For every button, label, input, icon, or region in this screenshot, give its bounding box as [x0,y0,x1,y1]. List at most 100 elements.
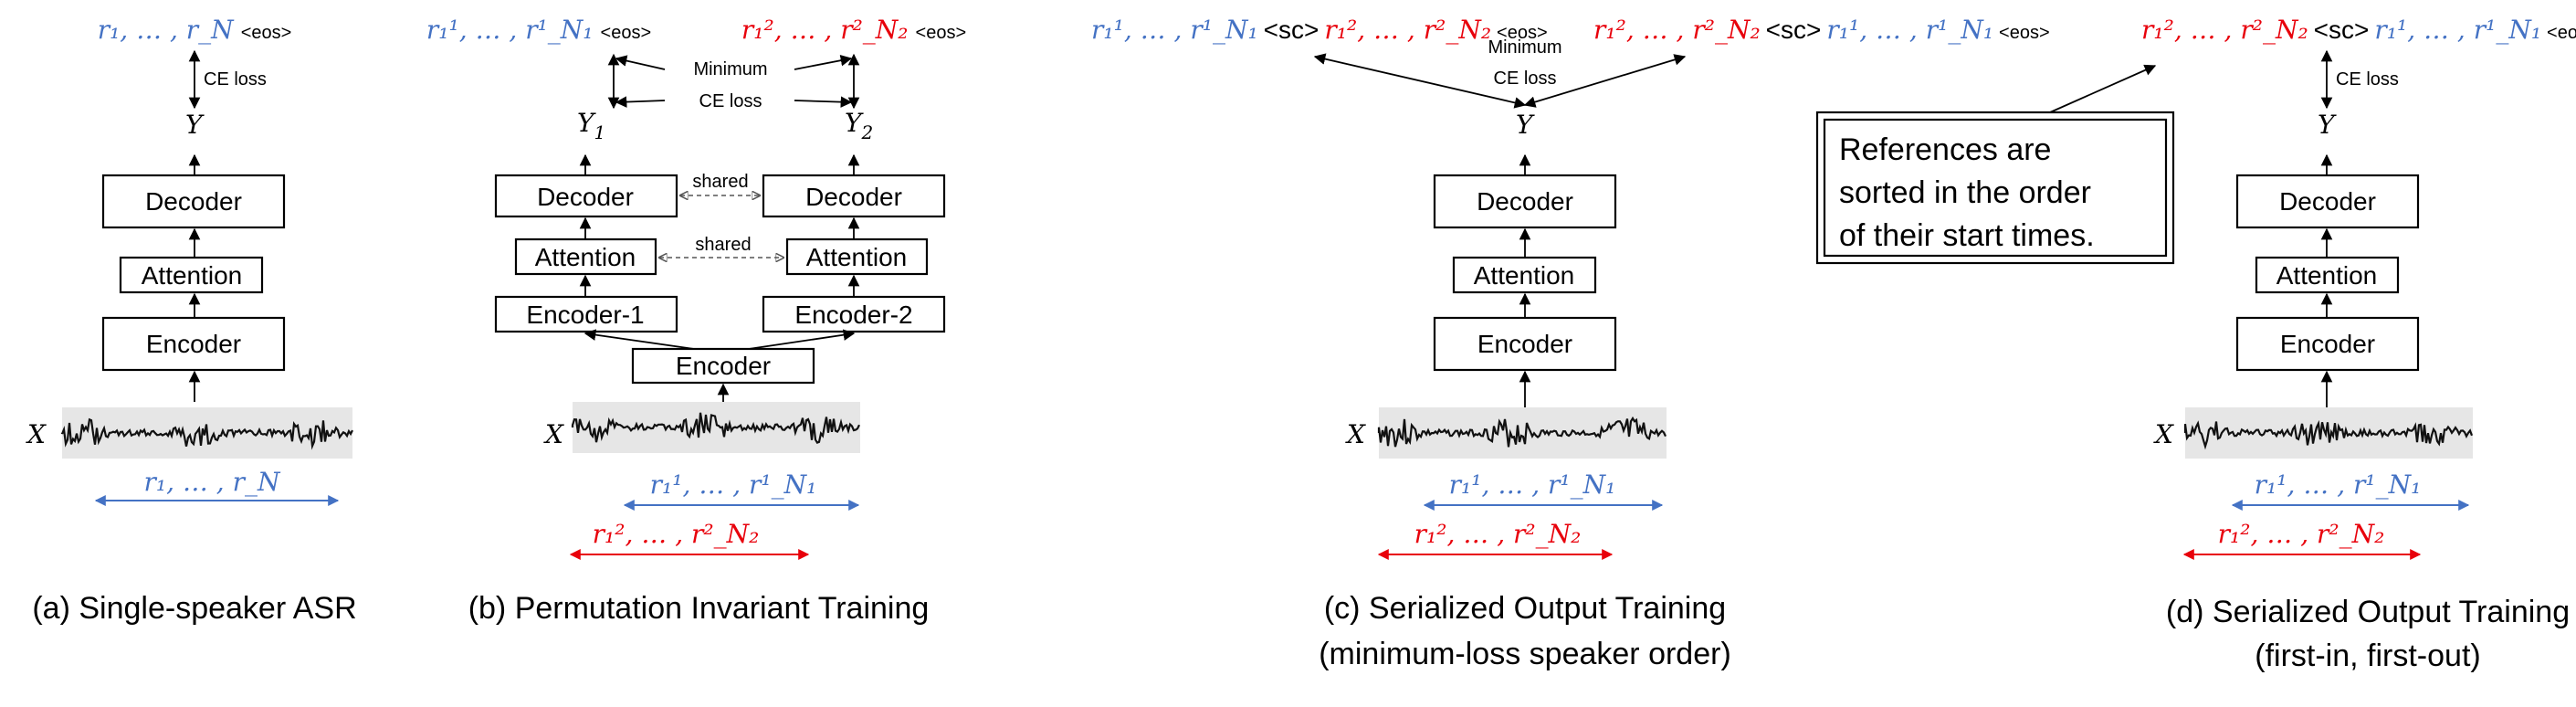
decoder-label: Decoder [805,183,902,211]
seq-spk2: r₁², … , r²_N₂ [1593,15,1761,45]
eos-token: <eos> [1999,23,2050,43]
attention-label: Attention [142,261,243,290]
output-sequence-d: r₁², … , r²_N₂<sc>r₁¹, … , r¹_N₁ <eos> [2141,15,2576,45]
encoder-block [1433,316,1617,372]
caption-c-line1: (c) Serialized Output Training [1324,591,1726,626]
seq-spk1: r₁¹, … , r¹_N₁ [426,15,594,45]
seq-spk1: r₁¹, … , r¹_N₁ [1826,15,1993,45]
seq-single: r₁, … , r_N [98,15,235,45]
note-line-3: of their start times. [1839,218,2095,253]
input-x: X [2153,419,2174,449]
panel-c: r₁¹, … , r¹_N₁<sc>r₁², … , r²_N₂<eos> r₁… [1091,15,2050,671]
minimum-label: Minimum [1488,37,1561,58]
subscript-1: 1 [594,121,605,143]
decoder-block-1 [494,174,678,218]
attention-block [119,256,264,294]
waveform-background [573,402,860,453]
waveform-signal [60,417,353,450]
caption-a: (a) Single-speaker ASR [32,591,356,626]
output-y1: Y1 [577,108,605,143]
output-sequence-a: r₁, … , r_N <eos> [98,15,292,45]
caption-d-line2: (first-in, first-out) [2255,638,2480,673]
encoder-label: Encoder [146,330,241,358]
minimum-label: Minimum [693,59,767,79]
encoder-2-block [762,295,946,333]
encoder-block [631,347,815,385]
input-x: X [1345,419,1366,449]
attention-block-1 [514,237,657,276]
shared-label: shared [692,172,748,192]
waveform-a [60,407,353,459]
input-x: X [26,419,47,449]
eos-token: <eos> [601,23,652,43]
seq-spk1: r₁¹, … , r¹_N₁ [1091,15,1258,45]
seq-spk2: r₁², … , r²_N₂ [741,15,909,45]
decoder-label: Decoder [145,187,242,216]
input-seq-spk1: r₁¹, … , r¹_N₁ [2255,470,2422,500]
decoder-block [101,174,286,229]
attention-block-2 [785,237,929,276]
attention-block [2255,256,2400,294]
seq-spk2: r₁², … , r²_N₂ [2141,15,2308,45]
input-seq-spk2: r₁², … , r²_N₂ [1414,519,1582,549]
output-sequence-b1: r₁¹, … , r¹_N₁ <eos> [426,15,651,45]
sc-token: <sc> [2314,16,2370,44]
decoder-label: Decoder [2279,187,2376,216]
output-y: Y [2318,110,2337,140]
note-box: References are sorted in the order of th… [1815,64,2175,265]
caption-b: (b) Permutation Invariant Training [468,591,930,626]
note-inner-border [1823,118,2168,258]
encoder-label: Encoder [2280,330,2375,358]
attention-label: Attention [1474,261,1575,290]
sc-token: <sc> [1264,16,1320,44]
output-sequence-b2: r₁², … , r²_N₂ <eos> [741,15,966,45]
encoder-1-label: Encoder-1 [526,301,644,329]
encoder-block [101,316,286,372]
output-sequence-c-right: r₁², … , r²_N₂<sc>r₁¹, … , r¹_N₁ <eos> [1593,15,2050,45]
attention-label: Attention [2276,261,2378,290]
input-seq-spk2: r₁², … , r²_N₂ [593,519,760,549]
encoder-label: Encoder [1477,330,1572,358]
waveform-signal [1377,416,1667,448]
waveform-signal [2183,419,2474,450]
decoder-label: Decoder [537,183,634,211]
eos-token: <eos> [241,23,292,43]
waveform-b [571,402,860,453]
seq-spk1: r₁¹, … , r¹_N₁ [2374,15,2541,45]
seq-spk2: r₁², … , r²_N₂ [1324,15,1491,45]
decoder-block-2 [762,174,946,218]
panel-d: r₁², … , r²_N₂<sc>r₁¹, … , r¹_N₁<eos> CE… [2141,15,2576,673]
panel-a: r₁, … , r_N <eos> CE loss Y Decoder Atten… [26,15,357,626]
eos-token: <eos> [2547,23,2576,43]
subscript-2: 2 [860,121,873,143]
sc-token: <sc> [1766,16,1822,44]
panel-b: r₁¹, … , r¹_N₁<eos> r₁², … , r²_N₂<eos> … [426,15,966,626]
waveform-signal [571,412,860,444]
input-x: X [543,419,564,449]
note-line-2: sorted in the order [1839,175,2091,210]
caption-c-line2: (minimum-loss speaker order) [1319,637,1731,671]
ce-loss-label: CE loss [204,69,267,90]
shared-label: shared [695,235,751,255]
input-seq-spk1: r₁¹, … , r¹_N₁ [1449,470,1616,500]
eos-token: <eos> [916,23,967,43]
ce-loss-label: CE loss [699,91,762,111]
ce-loss-label: CE loss [2336,69,2399,90]
ce-loss-label: CE loss [1494,69,1557,89]
waveform-c [1377,407,1667,459]
decoder-label: Decoder [1477,187,1573,216]
encoder-label: Encoder [676,352,771,380]
attention-block [1452,256,1597,294]
output-y: Y [185,110,205,140]
waveform-d [2183,407,2474,459]
output-y2: Y2 [845,108,873,143]
encoder-2-label: Encoder-2 [794,301,912,329]
output-sequence-c-left: r₁¹, … , r¹_N₁<sc>r₁², … , r²_N₂<eos> [1091,15,1548,45]
caption-d-line1: (d) Serialized Output Training [2166,595,2570,629]
attention-label: Attention [806,243,908,271]
encoder-block [2235,316,2420,372]
input-seq-spk2: r₁², … , r²_N₂ [2218,519,2385,549]
decoder-block [2235,174,2420,229]
